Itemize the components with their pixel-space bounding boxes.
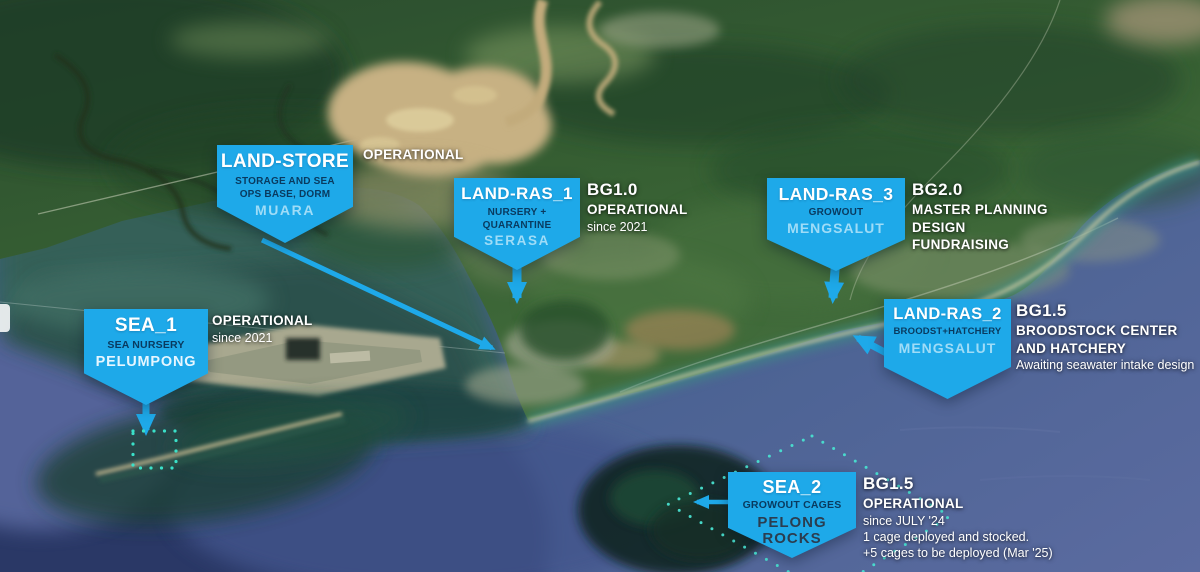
status-line: MASTER PLANNING (912, 202, 1048, 218)
callout-pin: SEA_1 SEA NURSERY PELUMPONG (84, 309, 208, 405)
subtitle-line: GROWOUT (808, 207, 864, 219)
callout-title: SEA_2 (762, 477, 822, 497)
callout-pin: LAND-RAS_1 NURSERY + QUARANTINE SERASA (454, 178, 580, 270)
callout-title: SEA_1 (114, 315, 178, 336)
status-note: Awaiting seawater intake design (1016, 358, 1195, 373)
callout-pin: SEA_2 GROWOUT CAGES PELONG ROCKS (728, 472, 856, 558)
callout-location: MENGSALUT (898, 339, 997, 356)
subtitle-line: OPS BASE, DORM (239, 188, 331, 200)
location-line: PELONG (757, 513, 827, 531)
callout-land-store: LAND-STORE STORAGE AND SEA OPS BASE, DOR… (217, 145, 353, 243)
callout-location: PELUMPONG (95, 353, 197, 370)
status-line: OPERATIONAL (363, 147, 464, 162)
status-line: +5 cages to be deployed (Mar '25) (863, 546, 1053, 561)
left-edge-label-fragment (0, 304, 10, 332)
status-land-ras-1: BG1.0 OPERATIONAL since 2021 (587, 179, 688, 235)
status-phase: BG1.5 (863, 474, 914, 493)
land-store-arrow (260, 237, 496, 351)
status-sea-1: OPERATIONAL since 2021 (212, 312, 313, 346)
muara-port-spit (168, 324, 446, 396)
callout-subtitle: NURSERY + QUARANTINE (483, 206, 552, 232)
callout-location: PELONG ROCKS (757, 513, 827, 548)
callout-location: SERASA (484, 232, 550, 248)
callout-pin: LAND-RAS_3 GROWOUT MENGSALUT (767, 178, 905, 271)
callout-subtitle: GROWOUT (809, 206, 864, 219)
status-land-store: OPERATIONAL (363, 146, 464, 164)
callout-land-ras-3: LAND-RAS_3 GROWOUT MENGSALUT (767, 178, 905, 271)
callout-title: LAND-RAS_3 (778, 184, 894, 204)
status-line: since JULY '24 (863, 513, 945, 528)
callout-subtitle: STORAGE AND SEA OPS BASE, DORM (235, 175, 335, 201)
subtitle-line: GROWOUT CAGES (742, 498, 842, 511)
callout-subtitle: SEA NURSERY (107, 339, 184, 353)
status-line: since 2021 (587, 219, 648, 234)
subtitle-line: STORAGE AND SEA (235, 175, 335, 187)
pelong-rocks-reef (578, 445, 778, 572)
location-line: ROCKS (762, 530, 822, 548)
subtitle-line: NURSERY + (487, 206, 547, 218)
subtitle-line: SEA NURSERY (107, 338, 185, 351)
status-line: BROODSTOCK CENTER (1016, 323, 1178, 339)
callout-subtitle: GROWOUT CAGES (743, 499, 842, 513)
callout-location: MUARA (254, 201, 316, 218)
status-phase: BG1.5 (1016, 301, 1067, 320)
callout-title: LAND-RAS_1 (461, 184, 573, 203)
status-line: FUNDRAISING (912, 237, 1010, 253)
status-phase: BG1.0 (587, 180, 638, 199)
status-land-ras-3: BG2.0 MASTER PLANNING DESIGN FUNDRAISING (912, 179, 1048, 254)
callout-sea-1: SEA_1 SEA NURSERY PELUMPONG (84, 309, 208, 405)
callout-land-ras-1: LAND-RAS_1 NURSERY + QUARANTINE SERASA (454, 178, 580, 270)
status-line: OPERATIONAL (587, 202, 688, 218)
callout-location: MENGSALUT (787, 220, 885, 237)
status-line: 1 cage deployed and stocked. (863, 529, 1030, 544)
callout-pin: LAND-STORE STORAGE AND SEA OPS BASE, DOR… (217, 145, 353, 243)
status-line: OPERATIONAL (863, 496, 964, 512)
callout-land-ras-2: LAND-RAS_2 BROODST+HATCHERY MENGSALUT (884, 299, 1011, 399)
pelumpong-spit (36, 397, 409, 525)
subtitle-line: BROODST+HATCHERY (893, 326, 1002, 338)
status-land-ras-2: BG1.5 BROODSTOCK CENTER AND HATCHERY Awa… (1016, 300, 1194, 373)
callout-pin: LAND-RAS_2 BROODST+HATCHERY MENGSALUT (884, 299, 1011, 399)
callout-subtitle: BROODST+HATCHERY (894, 326, 1002, 338)
status-line: OPERATIONAL (212, 313, 313, 328)
sea-1-site-marker (131, 429, 178, 470)
status-line: since 2021 (212, 330, 273, 345)
status-sea-2: BG1.5 OPERATIONAL since JULY '24 1 cage … (863, 473, 1053, 561)
callout-sea-2: SEA_2 GROWOUT CAGES PELONG ROCKS (728, 472, 856, 558)
subtitle-line: QUARANTINE (482, 219, 552, 231)
status-line: AND HATCHERY (1016, 340, 1127, 356)
callout-title: LAND-RAS_2 (893, 305, 1002, 323)
callout-title: LAND-STORE (220, 151, 350, 172)
status-line: DESIGN (912, 219, 966, 235)
status-phase: BG2.0 (912, 180, 963, 199)
